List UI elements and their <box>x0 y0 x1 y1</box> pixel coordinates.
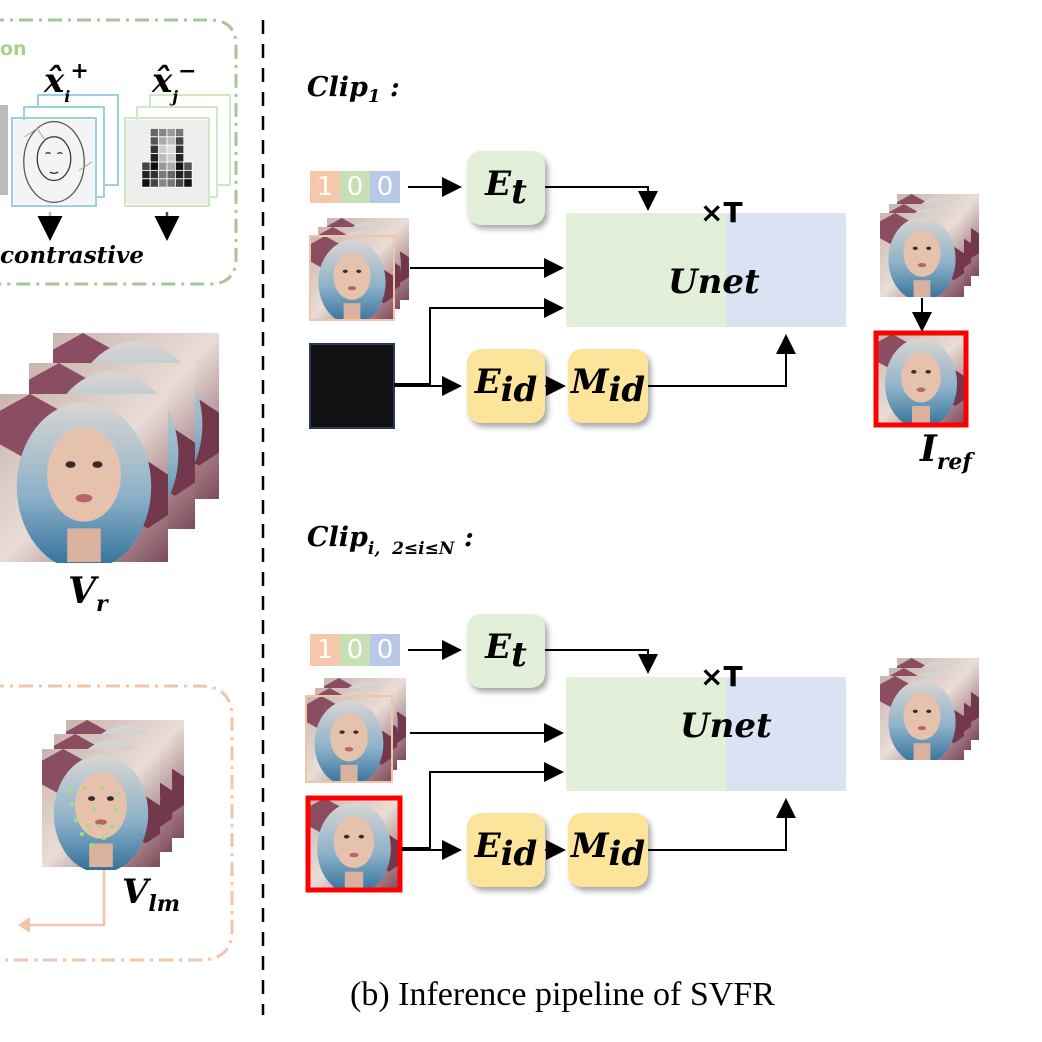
clip2-output-face-stack <box>880 658 979 760</box>
clip2-unet-label: Unet <box>680 706 772 746</box>
clip1-reference-frame <box>873 330 969 428</box>
vr-label: Vr <box>68 570 108 617</box>
clip2-encoder-t: Et <box>467 614 545 688</box>
clip2-mapping-id: Mid <box>568 813 648 887</box>
clip2-times-t: ×T <box>700 660 743 693</box>
clip1-encoder-t: Et <box>467 151 545 225</box>
clip1-lq-face-stack <box>309 218 409 321</box>
clip1-onehot-3: 0 <box>370 171 400 203</box>
clip2-unet-blue <box>726 677 846 791</box>
vr-face-stack <box>0 333 219 563</box>
clip2-unet-green <box>566 677 726 791</box>
clip1-times-t: ×T <box>700 196 743 229</box>
contrastive-label: contrastive <box>0 242 145 269</box>
clip1-mapping-id: Mid <box>568 349 648 423</box>
clip2-title: Clipi, 2≤i≤N : <box>307 522 474 559</box>
vlm-label: Vlm <box>122 872 181 917</box>
x-negative-label: x̂j− <box>152 58 197 106</box>
vlm-face-stack <box>42 720 184 870</box>
clip2-reference-frame <box>305 795 403 893</box>
clip2-onehot-3: 0 <box>370 634 400 666</box>
partial-label: on <box>0 38 27 60</box>
mosaic-stack <box>124 94 231 207</box>
clip2-onehot-vector: 1 0 0 <box>310 634 400 666</box>
clip1-onehot-1: 1 <box>310 171 340 203</box>
figure-caption: (b) Inference pipeline of SVFR <box>350 976 775 1013</box>
x-positive-label: x̂i+ <box>44 58 89 106</box>
clip2-onehot-1: 1 <box>310 634 340 666</box>
clip1-onehot-2: 0 <box>340 171 370 203</box>
sketch-stack <box>0 94 119 207</box>
clip1-unet-blue <box>726 213 846 327</box>
clip1-output-face-stack <box>880 194 979 297</box>
clip1-encoder-id: Eid <box>467 349 545 423</box>
clip1-unet-label: Unet <box>668 262 760 302</box>
clip2-encoder-id: Eid <box>467 813 545 887</box>
iref-label: Iref <box>920 428 972 475</box>
clip1-title: Clip1 : <box>307 72 400 107</box>
clip2-lq-face-stack <box>305 678 406 783</box>
clip1-black-reference <box>309 343 395 429</box>
clip1-onehot-vector: 1 0 0 <box>310 171 400 203</box>
clip1-unet-green <box>566 213 726 327</box>
contrastive-box <box>0 18 238 286</box>
clip2-onehot-2: 0 <box>340 634 370 666</box>
